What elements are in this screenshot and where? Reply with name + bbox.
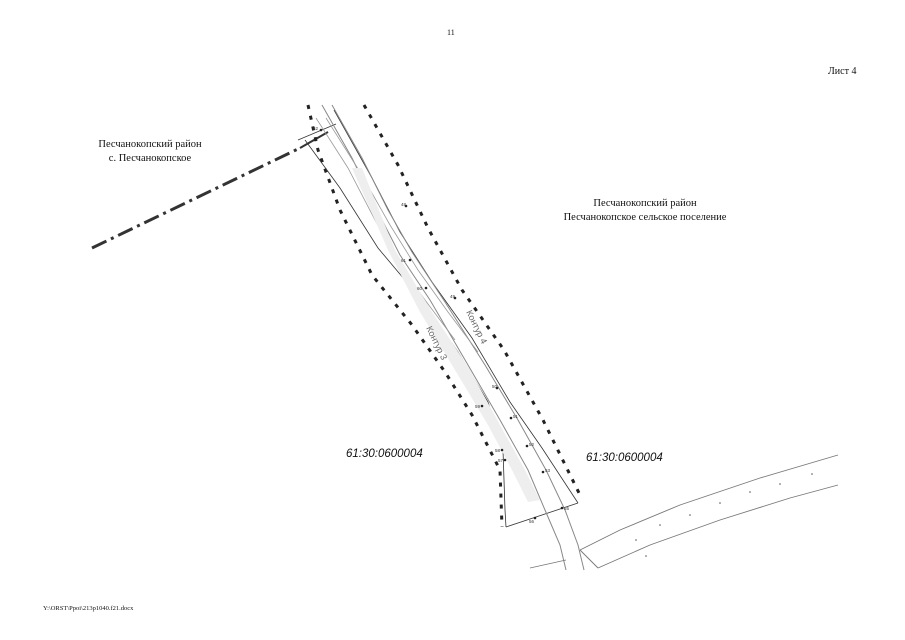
point-59: 59 <box>475 404 481 409</box>
point-62: 62 <box>313 126 319 131</box>
point-56: 56 <box>529 519 535 524</box>
cadastral-number-right: 61:30:0600004 <box>586 452 663 464</box>
settlement-boundary-end <box>299 131 329 149</box>
right-district: Песчанокопский район <box>593 198 697 209</box>
contour-fill <box>352 168 540 502</box>
point-50: 50 <box>492 384 498 389</box>
contour-4-label: Контур 4 <box>464 308 489 345</box>
page-number: 11 <box>447 28 455 37</box>
footer-file-path: Y:\ORST\Ppoi\213p1040.f21.docx <box>43 605 134 612</box>
left-area-label: Песчанокопский район с. Песчанокопское <box>55 138 245 166</box>
road-lower-edge-2 <box>597 484 839 569</box>
road-lower-cap <box>579 549 599 569</box>
point-53: 53 <box>545 468 551 473</box>
right-area-label: Песчанокопский район Песчанокопское сель… <box>520 197 770 225</box>
dashed-boundary-left <box>306 104 504 528</box>
point-57: 57 <box>498 458 504 463</box>
point-51: 51 <box>513 414 519 419</box>
sheet-number: Лист 4 <box>828 66 857 77</box>
point-48: 48 <box>401 202 407 207</box>
bottom-closure-line <box>505 502 579 528</box>
settlement-boundary-line <box>91 146 301 250</box>
road-stub <box>529 559 567 569</box>
top-closure-line <box>297 123 337 141</box>
cadastral-number-left: 61:30:0600004 <box>346 448 423 460</box>
point-55: 55 <box>564 506 570 511</box>
road-edge-right <box>331 104 585 571</box>
road-lower-edge-1 <box>579 454 839 551</box>
point-markers: 48 49 50 51 52 53 55 56 57 58 59 60 61 6… <box>313 126 570 524</box>
left-district: Песчанокопский район <box>98 139 202 150</box>
left-settlement: с. Песчанокопское <box>108 153 192 164</box>
point-61: 61 <box>401 258 407 263</box>
track-line-2 <box>325 117 479 353</box>
point-58: 58 <box>495 448 501 453</box>
road-dots <box>635 473 813 557</box>
right-allotment-line <box>333 109 579 504</box>
dashed-boundary-right <box>362 104 582 496</box>
point-49: 49 <box>450 294 456 299</box>
right-settlement: Песчанокопское сельское поселение <box>563 212 727 223</box>
point-52: 52 <box>529 442 535 447</box>
point-60: 60 <box>417 286 423 291</box>
